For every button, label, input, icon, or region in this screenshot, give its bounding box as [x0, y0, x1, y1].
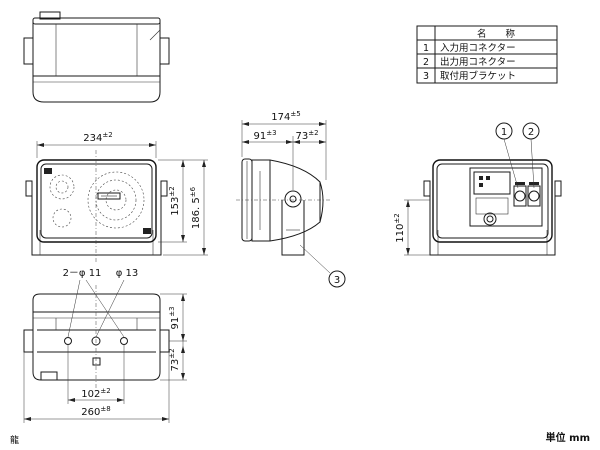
top-view	[23, 11, 170, 103]
rear-view: 1 2	[423, 122, 562, 256]
svg-text:260±8: 260±8	[81, 405, 110, 418]
dimension-overall-height-value: 186. 5	[191, 197, 202, 229]
side-view	[236, 158, 330, 256]
footer-mark: 龍	[10, 434, 19, 446]
dimension-width-value: 234	[83, 133, 102, 144]
callout-2: 2	[528, 127, 534, 138]
parts-table-row-name: 出力用コネクター	[440, 56, 516, 68]
dimension-depth-value: 174	[271, 112, 290, 123]
svg-text:186. 5±6: 186. 5±6	[189, 186, 202, 229]
unit-label: 単位 mm	[546, 431, 590, 444]
dimension-width-tolerance: ±2	[102, 131, 112, 139]
dimension-hole-label: φ 13	[116, 268, 139, 279]
parts-table-header-name: 名 称	[477, 28, 516, 40]
parts-table-row-no: 1	[423, 43, 429, 54]
dimension-bottom-lower-value: 73	[170, 359, 181, 372]
svg-text:73±2: 73±2	[295, 129, 318, 142]
dimension-height-value: 153	[170, 197, 181, 216]
rear-view-dimensions: 110±2	[393, 199, 430, 256]
parts-table-row-name: 取付用ブラケット	[440, 70, 516, 82]
svg-text:234±2: 234±2	[83, 131, 112, 144]
dimension-overall-width-tolerance: ±8	[100, 405, 110, 413]
dimension-bottom-upper-tolerance: ±3	[168, 306, 176, 316]
front-view-dimensions: 234±2 153±2 186. 5±6	[36, 131, 208, 256]
svg-text:153±2: 153±2	[168, 186, 181, 215]
dimension-overall-width-value: 260	[81, 407, 100, 418]
parts-table: 名 称 1 入力用コネクター 2 出力用コネクター 3 取付用ブラケット	[416, 25, 558, 84]
dimension-rear-height-value: 110	[395, 224, 406, 243]
bottom-view-dimensions: 2－φ 11 φ 13 91±3 73±2 102±2	[23, 268, 187, 423]
callout-1: 1	[501, 127, 507, 138]
dimension-height-tolerance: ±2	[168, 186, 176, 196]
dimension-holes-label: 2－φ 11	[63, 268, 102, 279]
svg-text:102±2: 102±2	[81, 387, 110, 400]
parts-table-row-name: 入力用コネクター	[440, 42, 516, 54]
parts-table-row-no: 3	[423, 71, 429, 82]
dimension-overall-height-tolerance: ±6	[189, 186, 197, 197]
svg-text:91±3: 91±3	[168, 306, 181, 329]
dimension-depth-rear-value: 73	[295, 131, 308, 142]
svg-text:73±2: 73±2	[168, 348, 181, 371]
bottom-view	[23, 285, 170, 390]
dimension-depth-front-value: 91	[253, 131, 266, 142]
front-view	[25, 150, 168, 262]
dimension-bottom-lower-tolerance: ±2	[168, 348, 176, 358]
parts-table-row-no: 2	[423, 57, 429, 68]
dimension-hole-pitch-value: 102	[81, 389, 100, 400]
side-view-dimensions: 174±5 91±3 73±2 3	[241, 110, 346, 288]
svg-text:174±5: 174±5	[271, 110, 300, 123]
svg-text:91±3: 91±3	[253, 129, 276, 142]
dimension-bottom-upper-value: 91	[170, 317, 181, 330]
dimension-rear-height-tolerance: ±2	[393, 213, 401, 223]
dimension-hole-pitch-tolerance: ±2	[100, 387, 110, 395]
svg-text:110±2: 110±2	[393, 213, 406, 242]
dimension-depth-front-tolerance: ±3	[266, 129, 276, 137]
dimension-depth-tolerance: ±5	[290, 110, 300, 118]
dimension-depth-rear-tolerance: ±2	[308, 129, 318, 137]
callout-3: 3	[334, 275, 340, 286]
